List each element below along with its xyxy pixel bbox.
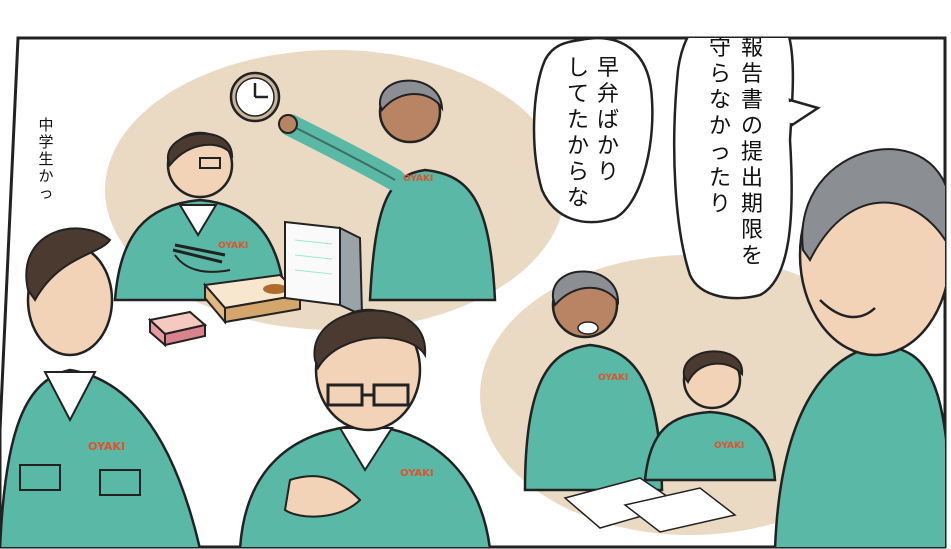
boss-pointing-figure: OYAKI: [278, 79, 497, 302]
employee-eating-figure: OYAKI: [113, 131, 287, 302]
bubble-right-char: た: [709, 166, 731, 191]
man-left-figure: OYAKI: [0, 227, 202, 547]
bubble-right-char: り: [709, 192, 731, 217]
bubble-right-char: 書: [741, 88, 763, 113]
small-bento: [147, 310, 208, 348]
bubble-left-char: ら: [567, 160, 589, 185]
papers-on-desk: [563, 477, 737, 533]
bubble-right-char: 報: [741, 36, 763, 61]
bubble-right-char: 告: [741, 62, 763, 87]
bubble-right-char: 期: [741, 192, 763, 217]
boss-angry-figure: OYAKI: [523, 270, 664, 492]
bubble-right-char: を: [741, 244, 763, 269]
bubble-left-char: し: [567, 56, 589, 81]
bubble-right-char: 守: [709, 36, 731, 61]
bubble-left-char: か: [597, 134, 619, 159]
clock-icon: [229, 71, 281, 123]
narration-text: 中学生かっ: [38, 116, 53, 202]
bubble-left-char: 弁: [597, 82, 619, 107]
bubble-right-char: 出: [741, 166, 763, 191]
bubble-left-char: た: [567, 108, 589, 133]
bubble-right-char: っ: [709, 140, 731, 165]
svg-text:中学生かっ: 中学生かっ: [38, 116, 53, 202]
bubble-left-char: か: [567, 134, 589, 159]
bubble-right-char: な: [709, 88, 731, 113]
uniform-logo-6: OYAKI: [714, 441, 744, 451]
uniform-logo-5: OYAKI: [598, 373, 628, 383]
narration-char: 学: [38, 133, 53, 151]
bento-box: [203, 273, 303, 325]
uniform-logo-3: OYAKI: [88, 440, 125, 453]
employee-writing-figure: OYAKI: [643, 350, 777, 482]
uniform-logo-4: OYAKI: [400, 468, 434, 479]
bubble-right-char: の: [741, 114, 763, 139]
bubble-left-char: な: [567, 186, 589, 211]
bubble-left-char: て: [567, 82, 589, 107]
narration-char: 生: [38, 150, 53, 168]
bubble-left-char: 早: [597, 56, 619, 81]
uniform-logo-2: OYAKI: [403, 174, 433, 184]
bubble-left-char: ば: [597, 108, 619, 133]
svg-text:早弁ばかりしてたからな: 早弁ばかり してたからな: [567, 56, 619, 211]
svg-text:報告書の提出期限を守らなかったり: 報告書の提出期限を 守らなかったり: [709, 36, 763, 269]
speech-bubble-left: 早弁ばかり してたからな: [532, 38, 654, 224]
speech-bubble-right: 報告書の提出期限を 守らなかったり: [672, 36, 821, 300]
uniform-logo-1: OYAKI: [218, 241, 248, 251]
bubble-right-char: 提: [741, 140, 763, 165]
bubble-right-char: ら: [709, 62, 731, 87]
binder: [284, 220, 364, 317]
man-glasses-figure: OYAKI: [238, 308, 492, 547]
older-man-figure: [773, 148, 945, 547]
bubble-right-char: か: [709, 114, 731, 139]
narration-char: っ: [38, 184, 53, 202]
narration-char: か: [38, 167, 53, 185]
narration-char: 中: [38, 116, 53, 134]
bubble-right-char: 限: [741, 218, 763, 243]
bubble-left-char: り: [597, 160, 619, 185]
